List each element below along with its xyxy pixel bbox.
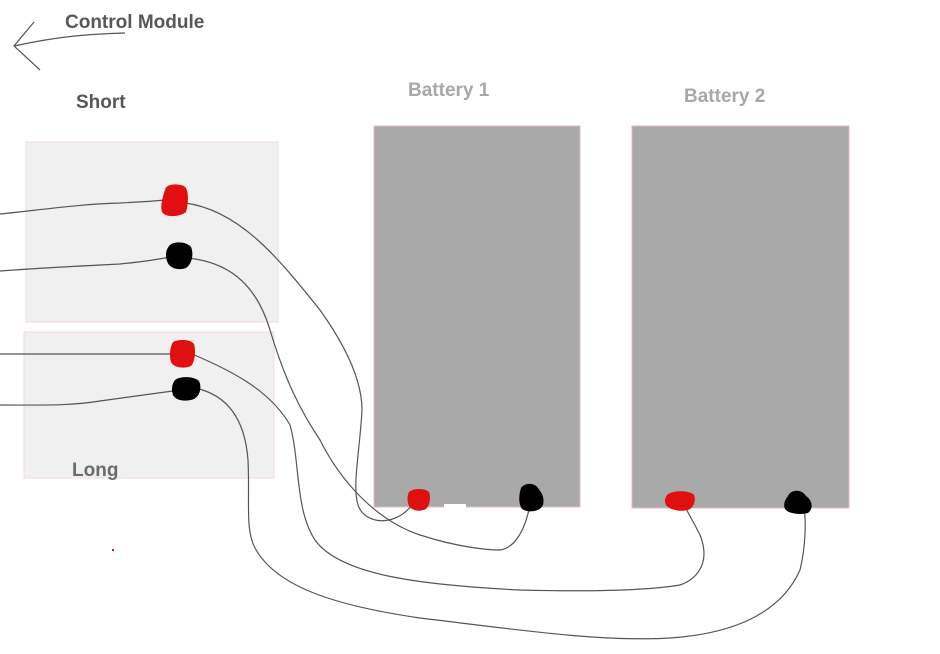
left-arrow-icon bbox=[13, 21, 126, 71]
wire-short-negative-in bbox=[0, 256, 171, 272]
short-label: Short bbox=[76, 92, 126, 113]
control-module-label: Control Module bbox=[65, 12, 205, 33]
control-terminals bbox=[161, 184, 201, 401]
battery1-positive-terminal bbox=[407, 489, 430, 511]
wire-short-negative-to-battery1 bbox=[187, 257, 531, 551]
wires bbox=[0, 199, 806, 640]
battery-2-label: Battery 2 bbox=[684, 86, 766, 107]
battery-1 bbox=[373, 125, 581, 508]
wire-short-positive-to-battery1 bbox=[184, 202, 413, 522]
short-panel bbox=[25, 141, 279, 323]
battery-1-label: Battery 1 bbox=[408, 80, 490, 101]
battery-2 bbox=[631, 125, 850, 509]
short-negative-terminal bbox=[165, 242, 193, 270]
long-positive-terminal bbox=[169, 339, 195, 368]
battery-terminals bbox=[407, 483, 812, 514]
short-positive-terminal bbox=[161, 184, 188, 217]
long-negative-terminal bbox=[171, 377, 201, 401]
battery2-negative-terminal bbox=[784, 490, 812, 514]
wire-long-negative-in bbox=[0, 389, 181, 406]
wire-long-positive-to-battery2 bbox=[191, 353, 705, 592]
battery2-positive-terminal bbox=[664, 491, 695, 511]
battery-1-notch bbox=[444, 504, 466, 508]
wire-short-positive-in bbox=[0, 199, 166, 215]
stray-dot bbox=[112, 549, 114, 551]
wire-long-negative-to-battery2 bbox=[194, 387, 806, 640]
battery1-negative-terminal bbox=[519, 483, 544, 512]
long-label: Long bbox=[72, 460, 119, 481]
